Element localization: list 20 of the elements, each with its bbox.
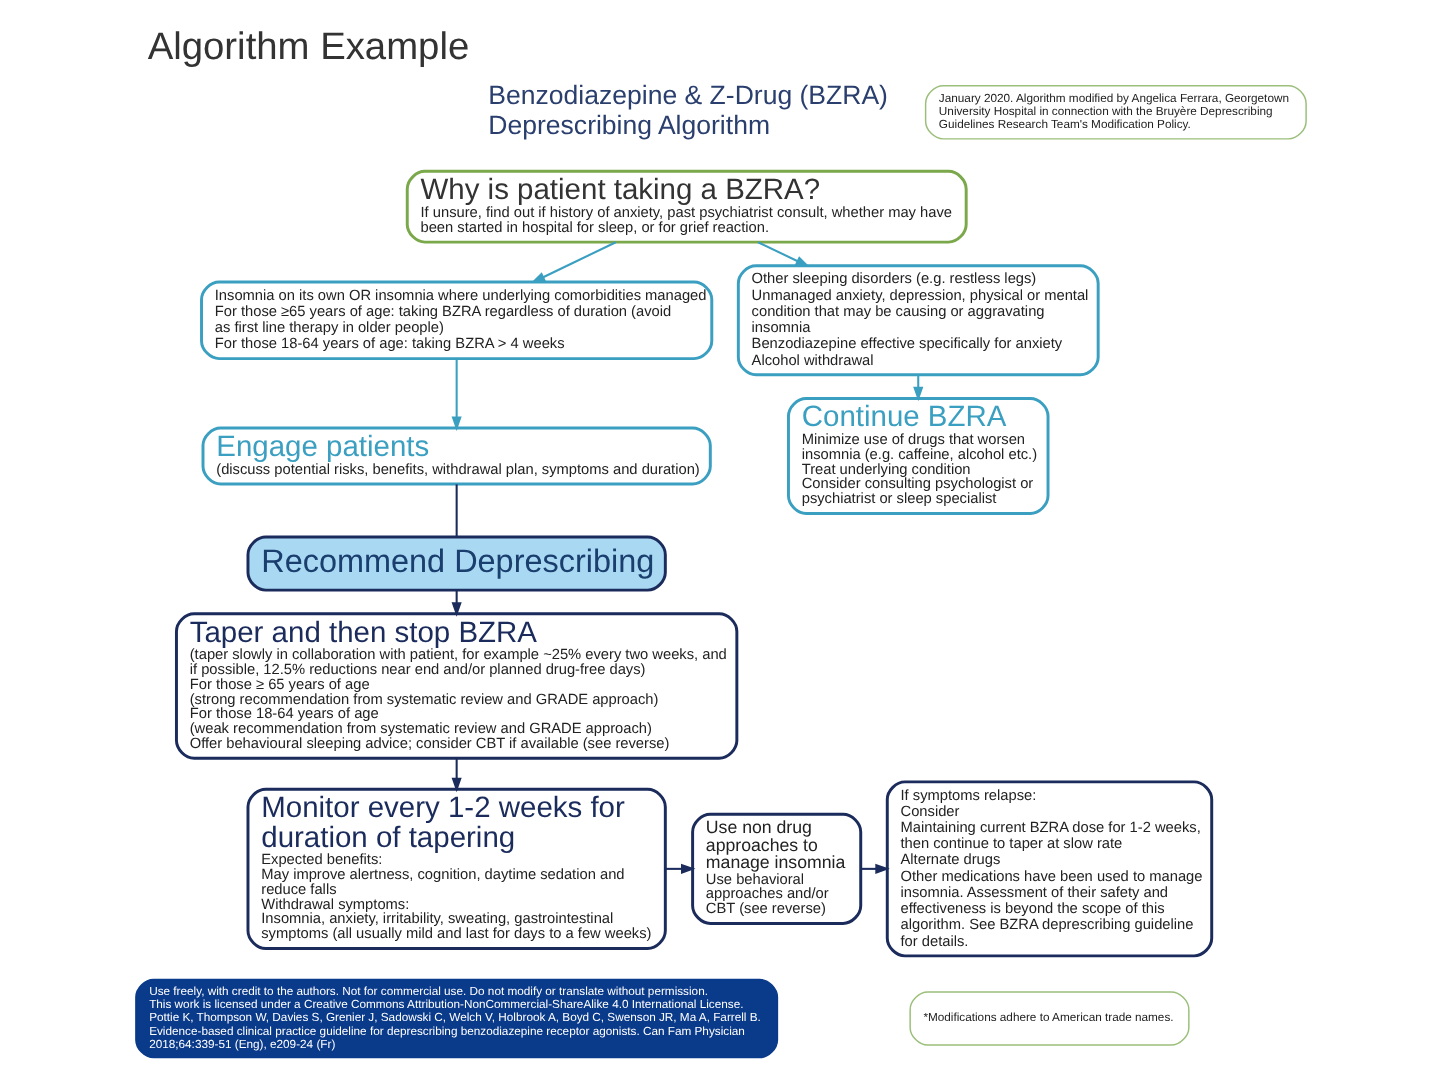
node-box: Engage patients (discuss potential risks, benefits, withdrawal plan, symptoms and duration) <box>200 426 711 486</box>
node-box: Continue BZRA Minimize use of drugs that worsen insomnia (e.g. caffeine, alcohol etc.) Treat underlying condition Consider consulting psychologist or psychiatrist or sleep specialist <box>786 396 1049 515</box>
node-box: Insomnia on its own OR insomnia where underlying comorbidities managed For those ≥65 years of age: taking BZRA regardless of duration (avoid as first line therapy in older people) For those 18-64 years of age: taking BZRA > 4 weeks <box>199 280 713 361</box>
node-box: Use non drug approaches to manage insomnia Use behavioral approaches and/or CBT (see reverse) <box>690 812 862 925</box>
arrow <box>756 241 809 268</box>
node-box: Why is patient taking a BZRA? If unsure, find out if history of anxiety, past psychiatrist consult, whether may have been started in hospital for sleep, or for grief reaction. <box>404 169 967 244</box>
arrow <box>912 374 923 402</box>
arrow <box>664 863 695 874</box>
arrow <box>529 241 616 284</box>
node-box: Monitor every 1-2 weeks for duration of tapering Expected benefits: May improve alertness, cognition, daytime sedation and reduce falls Withdrawal symptoms: Insomnia, anxiety, irritability, sweating, gastrointestinal symptoms (all usually mild and last for days to a few weeks) <box>245 787 666 950</box>
node-box: Other sleeping disorders (e.g. restless legs) Unmanaged anxiety, depression, physical or mental condition that may be causing or aggravating insomnia Benzodiazepine effective specifically for anxiety Alcohol withdrawal <box>735 264 1099 377</box>
connector <box>454 484 457 538</box>
node-box: Taper and then stop BZRA (taper slowly in collaboration with patient, for example ~25% every two weeks, and if possible, 12.5% reductions near end and/or planned drug-free days) For those ≥ 65 years of age (strong recommendation from systematic review and GRADE approach) For those 18-64 years of age (weak recommendation from systematic review and GRADE approach) Offer behavioural sleeping advice; consider CBT if available (see reverse) <box>173 612 738 760</box>
arrow <box>450 590 461 617</box>
node-box: If symptoms relapse: Consider Maintaining current BZRA dose for 1-2 weeks, then continue to taper at slow rate Alternate drugs Other medications have been used to manage insomnia. Assessment of their safety and effectiveness is beyond the scope of this algorithm. See BZRA deprescribing guideline for details. <box>884 780 1213 958</box>
diagram-title: Algorithm Example <box>146 26 469 69</box>
arrow <box>450 758 461 793</box>
arrow <box>450 358 461 431</box>
node-box: Recommend Deprescribing <box>245 535 666 592</box>
label: Benzodiazepine & Z-Drug (BZRA) Deprescribing Algorithm <box>487 80 887 140</box>
